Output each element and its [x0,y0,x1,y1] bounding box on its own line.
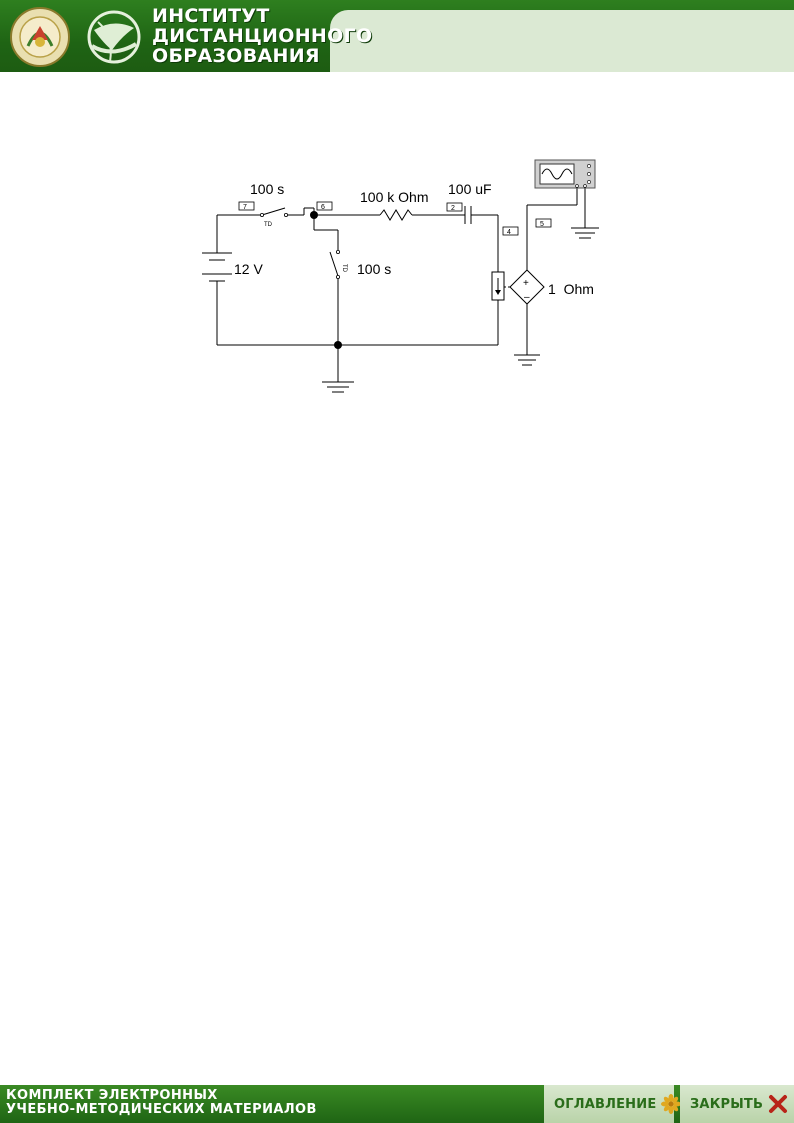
institute-title: ИНСТИТУТ ДИСТАНЦИОННОГО ОБРАЗОВАНИЯ [152,5,373,67]
title-line: ОБРАЗОВАНИЯ [152,45,320,67]
close-icon [767,1093,789,1115]
flower-icon [660,1093,682,1115]
close-button[interactable]: ЗАКРЫТЬ [680,1085,794,1123]
circuit-diagram: + – 7 6 2 4 5 TD TD [200,150,620,400]
page-header: ИНСТИТУТ ДИСТАНЦИОННОГО ОБРАЗОВАНИЯ [0,0,794,72]
node-label: 6 [321,204,325,211]
svg-text:–: – [524,292,530,303]
footer-caption: КОМПЛЕКТ ЭЛЕКТРОННЫХ УЧЕБНО-МЕТОДИЧЕСКИХ… [6,1089,317,1117]
node-label: 7 [243,204,247,211]
caption-line: УЧЕБНО-МЕТОДИЧЕСКИХ МАТЕРИАЛОВ [6,1102,317,1117]
node-label: 2 [451,205,455,212]
toc-button-label: ОГЛАВЛЕНИЕ [554,1096,657,1112]
close-button-label: ЗАКРЫТЬ [690,1096,764,1112]
battery-label: 12 V [234,261,263,277]
switch-side-label: 100 s [357,261,391,277]
svg-text:+: + [523,278,529,289]
university-seal-icon [8,6,72,68]
switch-mark: TD [341,264,347,273]
switch-mark: TD [264,222,273,228]
caption-line: КОМПЛЕКТ ЭЛЕКТРОННЫХ [6,1088,218,1103]
node-label: 4 [507,229,511,236]
globe-icon [84,6,148,68]
switch-top-label: 100 s [250,181,284,197]
node-label: 5 [540,221,544,228]
title-line: ДИСТАНЦИОННОГО [152,25,373,47]
oscilloscope-icon [534,159,596,189]
title-line: ИНСТИТУТ [152,5,270,27]
resistor-label: 100 k Ohm [360,189,428,205]
capacitor-label: 100 uF [448,181,492,197]
source-label: 1 Ohm [548,281,594,297]
toc-button[interactable]: ОГЛАВЛЕНИЕ [544,1085,682,1123]
header-light-panel [330,10,794,72]
page-footer: КОМПЛЕКТ ЭЛЕКТРОННЫХ УЧЕБНО-МЕТОДИЧЕСКИХ… [0,1085,794,1123]
